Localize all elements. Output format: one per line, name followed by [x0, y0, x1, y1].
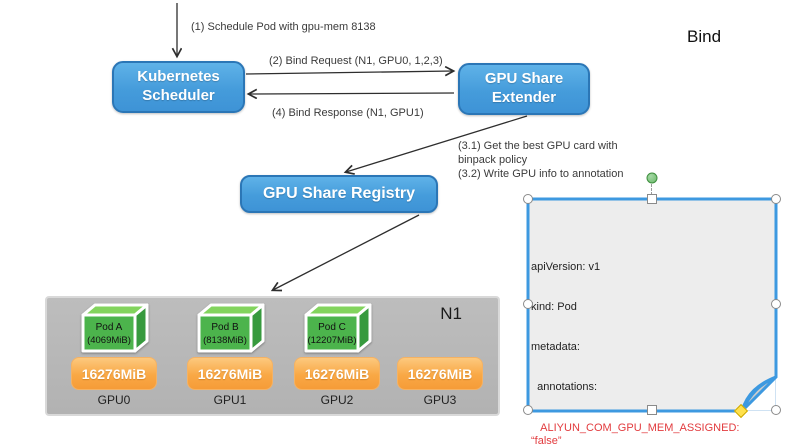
- handle-top-mid[interactable]: [647, 194, 657, 204]
- gpu-column-3: 16276MiB GPU3: [396, 302, 484, 407]
- step3-label: (3.1) Get the best GPU card with binpack…: [458, 139, 624, 181]
- kubernetes-scheduler-box[interactable]: Kubernetes Scheduler: [112, 61, 245, 113]
- note-line: ALIYUN_COM_GPU_MEM_ASSIGNED: “false”: [531, 421, 749, 446]
- pod-a-shape[interactable]: Pod A (4069MiB): [75, 302, 153, 354]
- gpu1-capacity-box[interactable]: 16276MiB: [187, 357, 273, 390]
- handle-bottom-right[interactable]: [771, 405, 781, 415]
- pod-b-name: Pod B: [211, 322, 239, 333]
- gpu0-capacity-box[interactable]: 16276MiB: [71, 357, 157, 390]
- gpu-column-0: Pod A (4069MiB) 16276MiB GPU0: [70, 302, 158, 407]
- gpu-share-extender-box[interactable]: GPU Share Extender: [458, 63, 590, 115]
- gpu-column-2: Pod C (12207MiB) 16276MiB GPU2: [293, 302, 381, 407]
- gpu-column-1: Pod B (8138MiB) 16276MiB GPU1: [186, 302, 274, 407]
- gpu2-label: GPU2: [320, 393, 354, 407]
- step3-line1: (3.1) Get the best GPU card with: [458, 140, 618, 152]
- step1-label: (1) Schedule Pod with gpu-mem 8138: [191, 21, 376, 33]
- gpu-share-registry-label: GPU Share Registry: [262, 185, 416, 202]
- handle-bottom-left[interactable]: [523, 405, 533, 415]
- note-line: metadata:: [531, 341, 580, 354]
- node-n1-label: N1: [440, 304, 462, 323]
- pod-b-shape[interactable]: Pod B (8138MiB): [191, 302, 269, 354]
- annotation-note-shape[interactable]: [524, 195, 782, 419]
- node-n1-box[interactable]: N1 Pod A (4069MiB) 16276MiB GPU0 Pod B (…: [45, 296, 500, 416]
- gpu2-capacity-box[interactable]: 16276MiB: [294, 357, 380, 390]
- gpu-share-registry-box[interactable]: GPU Share Registry: [240, 175, 438, 213]
- handle-top-left[interactable]: [523, 194, 533, 204]
- gpu1-label: GPU1: [213, 393, 247, 407]
- handle-mid-right[interactable]: [771, 299, 781, 309]
- rotate-handle[interactable]: [646, 172, 658, 184]
- diagram-title: Bind: [687, 27, 722, 46]
- gpu3-capacity-box[interactable]: 16276MiB: [397, 357, 483, 390]
- gpu3-label: GPU3: [423, 393, 457, 407]
- rotate-handle-connector: [651, 184, 652, 195]
- step2-label: (2) Bind Request (N1, GPU0, 1,2,3): [269, 55, 443, 67]
- arrow-bind-request[interactable]: [245, 71, 453, 74]
- handle-bottom-mid[interactable]: [647, 405, 657, 415]
- step3-line2: binpack policy: [458, 154, 528, 166]
- note-line: kind: Pod: [531, 301, 577, 314]
- pod-c-name: Pod C: [318, 322, 346, 333]
- pod-a-name: Pod A: [96, 322, 123, 333]
- note-line: apiVersion: v1: [531, 260, 601, 273]
- pod-b-mem: (8138MiB): [203, 335, 247, 346]
- handle-top-right[interactable]: [771, 194, 781, 204]
- kubernetes-scheduler-label: Kubernetes Scheduler: [137, 68, 220, 104]
- handle-mid-left[interactable]: [523, 299, 533, 309]
- pod-c-shape[interactable]: Pod C (12207MiB): [298, 302, 376, 354]
- gpu-share-extender-label: GPU Share Extender: [484, 70, 564, 106]
- gpu0-label: GPU0: [97, 393, 131, 407]
- pod-c-mem: (12207MiB): [307, 335, 356, 346]
- arrow-registry-to-node[interactable]: [273, 214, 420, 290]
- note-yaml-text: apiVersion: v1 kind: Pod metadata: annot…: [531, 234, 773, 446]
- arrow-bind-response[interactable]: [249, 93, 455, 94]
- note-line: annotations:: [531, 381, 598, 394]
- step3-line3: (3.2) Write GPU info to annotation: [458, 168, 624, 180]
- pod-a-mem: (4069MiB): [87, 335, 131, 346]
- step4-label: (4) Bind Response (N1, GPU1): [272, 107, 424, 119]
